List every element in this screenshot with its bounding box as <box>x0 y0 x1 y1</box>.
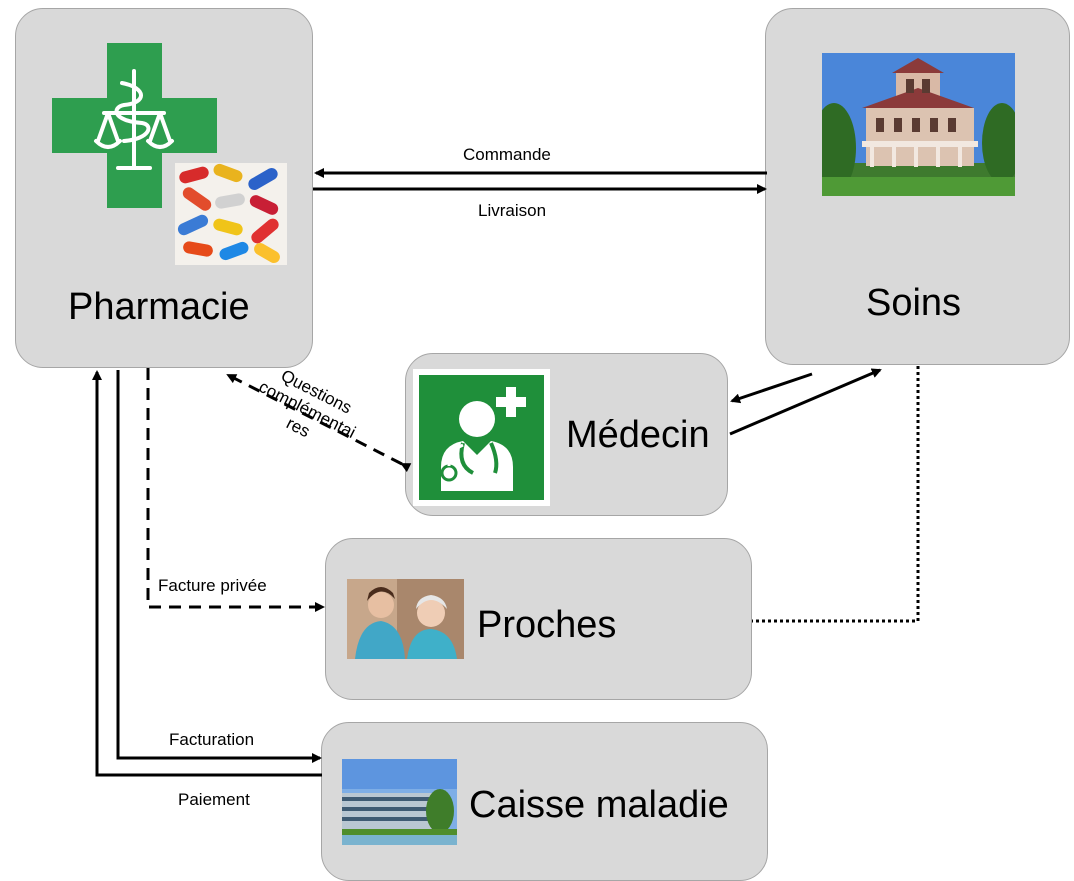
link-soins-proches <box>752 366 920 623</box>
arrow-medecin-to-soins <box>729 368 882 436</box>
soins-label: Soins <box>866 282 962 324</box>
livraison-label: Livraison <box>478 201 547 220</box>
pharmacie-label: Pharmacie <box>68 286 250 328</box>
caisse-label: Caisse maladie <box>469 784 729 826</box>
facture-privee-label: Facture privée <box>158 576 267 595</box>
questions-label: Questions complémentai res <box>227 349 388 471</box>
villa-photo <box>822 53 1015 196</box>
arrow-soins-to-medecin <box>730 372 813 404</box>
commande-label: Commande <box>463 145 551 164</box>
proches-label: Proches <box>477 604 617 646</box>
caregiver-elderly-photo <box>347 579 464 659</box>
facturation-label: Facturation <box>169 730 255 749</box>
paiement-label: Paiement <box>178 790 250 809</box>
office-building-photo <box>342 759 457 845</box>
pills-photo <box>175 163 287 265</box>
medecin-label: Médecin <box>566 414 710 456</box>
pharmacy-cross-icon <box>52 43 217 208</box>
doctor-stethoscope-icon <box>413 369 550 506</box>
